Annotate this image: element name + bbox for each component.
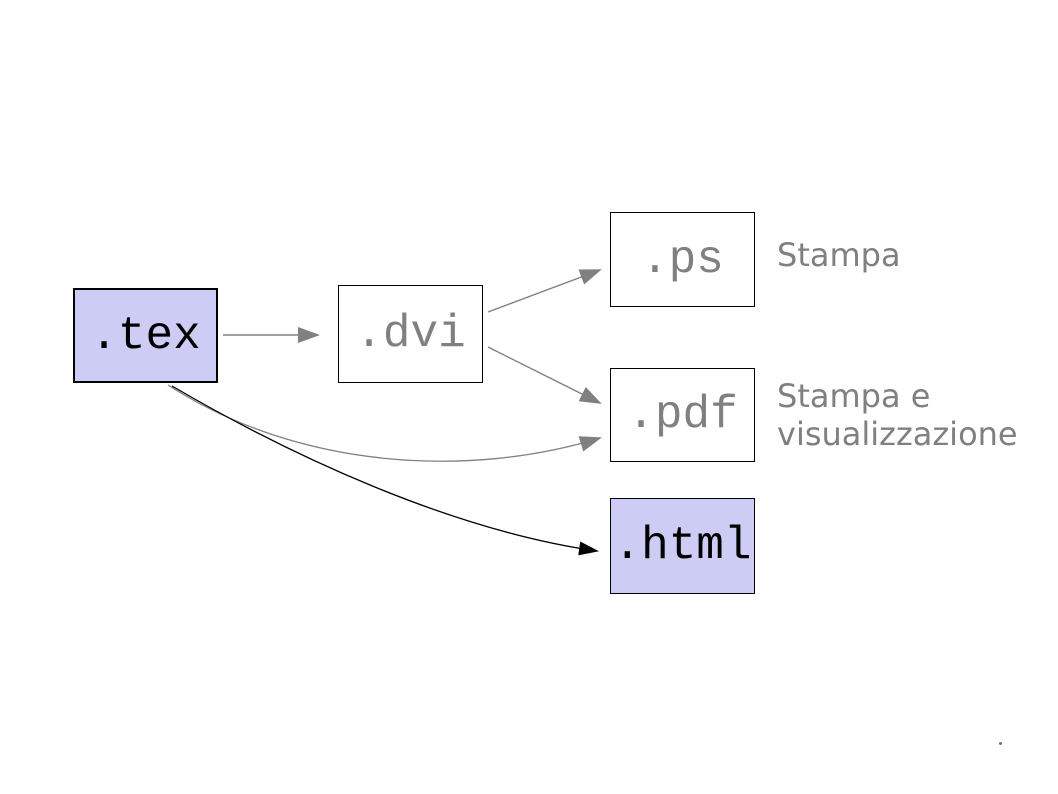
- node-html-label: .html: [613, 520, 752, 572]
- annotation-stampa-text: Stampa: [777, 236, 901, 274]
- node-dvi-label: .dvi: [355, 308, 466, 360]
- node-tex: .tex: [73, 288, 218, 383]
- arrow-dvi-to-ps: [487, 269, 602, 313]
- annotation-stampa: Stampa: [777, 236, 901, 274]
- node-pdf-label: .pdf: [627, 389, 738, 441]
- node-ps: .ps: [610, 212, 755, 307]
- node-pdf: .pdf: [610, 368, 755, 462]
- node-tex-label: .tex: [90, 309, 201, 362]
- node-html: .html: [610, 498, 755, 594]
- arrow-tex-to-pdf: [167, 384, 602, 462]
- node-dvi: .dvi: [338, 285, 483, 383]
- node-ps-label: .ps: [641, 233, 724, 286]
- annotation-pdf-line-2: visualizzazione: [777, 415, 1018, 453]
- arrow-dvi-to-pdf: [487, 346, 602, 404]
- annotation-pdf-line-1: Stampa e: [777, 377, 931, 415]
- stray-dot: [999, 742, 1002, 745]
- arrow-tex-to-html: [171, 385, 599, 556]
- annotation-stampa-visualizzazione: Stampa e visualizzazione: [777, 377, 1018, 453]
